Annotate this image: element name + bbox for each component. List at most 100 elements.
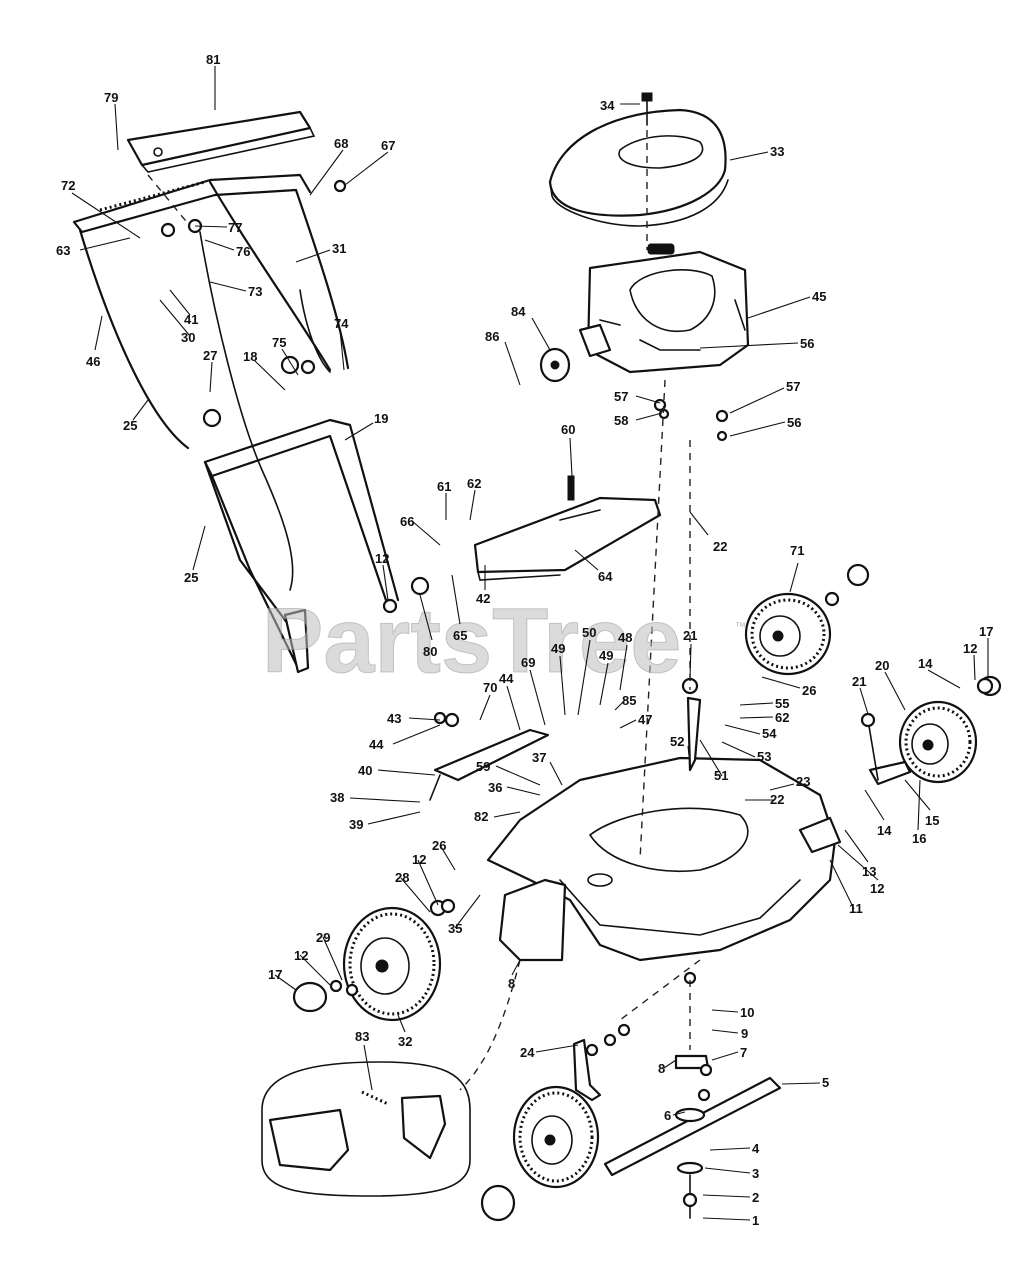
callout-21-right: 21 <box>852 674 866 689</box>
callout-58: 58 <box>614 413 628 428</box>
callout-22: 22 <box>713 539 727 554</box>
callout-49-right: 49 <box>599 648 613 663</box>
callout-12-deck: 12 <box>870 881 884 896</box>
callout-56-right: 56 <box>787 415 801 430</box>
callout-26: 26 <box>802 683 816 698</box>
callout-67: 67 <box>381 138 395 153</box>
callout-62: 62 <box>467 476 481 491</box>
callout-57-right: 57 <box>786 379 800 394</box>
callout-86: 86 <box>485 329 499 344</box>
callout-57: 57 <box>614 389 628 404</box>
callout-22-lower: 22 <box>770 792 784 807</box>
callout-13: 13 <box>862 864 876 879</box>
callout-70: 70 <box>483 680 497 695</box>
callout-59: 59 <box>476 759 490 774</box>
mower-deck <box>486 756 842 962</box>
watermark: PartsTree ™ <box>262 590 747 693</box>
callout-76: 76 <box>236 244 250 259</box>
watermark-text: PartsTree <box>262 590 681 692</box>
starter-cup <box>539 347 571 383</box>
callout-85: 85 <box>622 693 636 708</box>
callout-20: 20 <box>875 658 889 673</box>
callout-28: 28 <box>395 870 409 885</box>
callout-6: 6 <box>664 1108 671 1123</box>
callout-27: 27 <box>203 348 217 363</box>
callout-16: 16 <box>912 831 926 846</box>
callout-82: 82 <box>474 809 488 824</box>
callout-75: 75 <box>272 335 286 350</box>
engine <box>578 243 750 374</box>
callout-66: 66 <box>400 514 414 529</box>
callout-79: 79 <box>104 90 118 105</box>
callout-12: 12 <box>375 551 389 566</box>
callout-31: 31 <box>332 241 346 256</box>
callout-23: 23 <box>796 774 810 789</box>
callout-47: 47 <box>638 712 652 727</box>
callout-19: 19 <box>374 411 388 426</box>
callout-44-left: 44 <box>369 737 384 752</box>
callout-51: 51 <box>714 768 728 783</box>
callout-84: 84 <box>511 304 526 319</box>
callout-12-wheel: 12 <box>294 948 308 963</box>
callout-17: 17 <box>979 624 993 639</box>
engine-shroud <box>548 108 729 227</box>
callout-74: 74 <box>334 316 349 331</box>
callout-65: 65 <box>453 628 467 643</box>
callout-30: 30 <box>181 330 195 345</box>
callout-56: 56 <box>800 336 814 351</box>
callout-8: 8 <box>508 976 515 991</box>
callout-7: 7 <box>740 1045 747 1060</box>
callout-5: 5 <box>822 1075 829 1090</box>
wheel-right-side <box>898 700 978 784</box>
callout-55: 55 <box>775 696 789 711</box>
callout-1: 1 <box>752 1213 759 1228</box>
callout-26-lower: 26 <box>432 838 446 853</box>
watermark-trademark: ™ <box>735 621 746 633</box>
callout-48: 48 <box>618 630 632 645</box>
mulch-kit-inset <box>261 1061 471 1197</box>
callout-10: 10 <box>740 1005 754 1020</box>
callout-62-right: 62 <box>775 710 789 725</box>
callout-29: 29 <box>316 930 330 945</box>
callout-63: 63 <box>56 243 70 258</box>
callout-36: 36 <box>488 780 502 795</box>
front-axle <box>429 728 550 801</box>
callout-71: 71 <box>790 543 804 558</box>
callout-43: 43 <box>387 711 401 726</box>
upper-handle <box>72 173 350 450</box>
callout-81: 81 <box>206 52 220 67</box>
callout-54: 54 <box>762 726 777 741</box>
height-adjusters <box>572 696 912 1102</box>
callout-72: 72 <box>61 178 75 193</box>
callout-leaders <box>71 66 989 1221</box>
callout-77: 77 <box>228 220 242 235</box>
callout-14-lower: 14 <box>877 823 892 838</box>
callout-18: 18 <box>243 349 257 364</box>
callout-41: 41 <box>184 312 198 327</box>
callout-39: 39 <box>349 817 363 832</box>
parts-drawing <box>72 92 1002 1222</box>
callout-52: 52 <box>670 734 684 749</box>
control-cable <box>199 231 331 591</box>
callout-21: 21 <box>683 628 697 643</box>
callout-45: 45 <box>812 289 826 304</box>
handle-cover <box>126 110 316 173</box>
callout-69: 69 <box>521 655 535 670</box>
callout-12-left: 12 <box>412 852 426 867</box>
callout-80: 80 <box>423 644 437 659</box>
callout-2: 2 <box>752 1190 759 1205</box>
callout-14: 14 <box>918 656 933 671</box>
callout-53: 53 <box>757 749 771 764</box>
callout-33: 33 <box>770 144 784 159</box>
callout-15: 15 <box>925 813 939 828</box>
assembly-guides <box>147 130 701 1091</box>
callout-32: 32 <box>398 1034 412 1049</box>
callout-8-lower: 8 <box>658 1061 665 1076</box>
callout-labels: 81 79 68 67 72 63 77 76 31 73 41 30 46 7… <box>56 52 993 1228</box>
callout-73: 73 <box>248 284 262 299</box>
callout-24: 24 <box>520 1045 535 1060</box>
callout-11: 11 <box>849 901 863 916</box>
rear-baffle <box>473 475 662 581</box>
callout-37: 37 <box>532 750 546 765</box>
